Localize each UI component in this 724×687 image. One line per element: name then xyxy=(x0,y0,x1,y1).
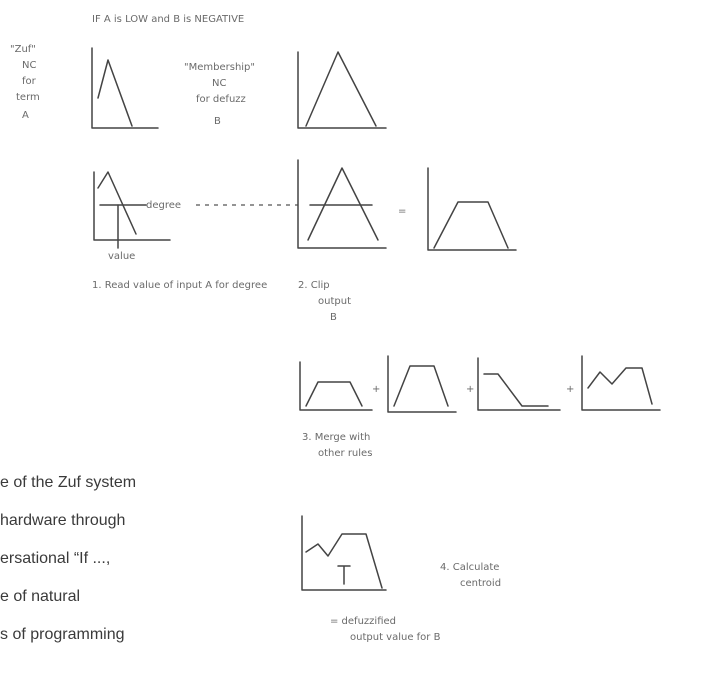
value-label: value xyxy=(108,251,135,262)
step3-label-2: other rules xyxy=(318,448,372,459)
merge-plot-2 xyxy=(387,355,457,413)
body-text-line-2: hardware through xyxy=(0,512,126,529)
step4-label-2: centroid xyxy=(460,578,501,589)
rule-label-b-1: "Membership" xyxy=(184,62,255,73)
body-text-line-4: e of natural xyxy=(0,588,81,605)
body-text-line-1: e of the Zuf system xyxy=(0,474,137,491)
step2-label-2: output xyxy=(318,296,351,307)
merge-plot-1 xyxy=(299,361,373,411)
rule-label-b-2: NC xyxy=(212,78,226,89)
step3-label-1: 3. Merge with xyxy=(302,432,370,443)
rule-label-a-4: term xyxy=(16,92,40,103)
rule-label-a-3: for xyxy=(22,76,37,87)
step1-read-value-plot xyxy=(93,171,171,249)
body-text-line-5: s of programming xyxy=(0,626,125,643)
plus-mark-3: + xyxy=(566,384,574,395)
rule-label-a-1: "Zuf" xyxy=(10,44,36,55)
rule-label-b-4: B xyxy=(214,116,221,127)
step2-label-3: B xyxy=(330,312,337,323)
step2-clip-plot xyxy=(297,159,387,249)
clipped-result-plot xyxy=(427,167,517,251)
rule-label-a-5: A xyxy=(22,110,29,121)
merge-result-plot xyxy=(581,355,661,411)
body-text-line-3: ersational “If ..., xyxy=(0,550,111,567)
rule-label-b-3: for defuzz xyxy=(196,94,246,105)
merge-plot-3 xyxy=(477,357,561,411)
step2-label-1: 2. Clip xyxy=(298,280,330,291)
step4-label-1: 4. Calculate xyxy=(440,562,499,573)
rule-label-a-2: NC xyxy=(22,60,36,71)
plus-mark-1: + xyxy=(372,384,380,395)
input-a-membership-plot xyxy=(91,47,159,129)
output-b-membership-plot xyxy=(297,51,387,129)
step5-label-1: = defuzzified xyxy=(330,616,396,627)
step1-label: 1. Read value of input A for degree xyxy=(92,280,267,291)
equals-mark-1: = xyxy=(398,206,406,217)
sketch-header: IF A is LOW and B is NEGATIVE xyxy=(92,14,244,25)
degree-label: degree xyxy=(146,200,181,211)
step5-label-2: output value for B xyxy=(350,632,441,643)
final-output-plot xyxy=(301,515,387,591)
plus-mark-2: + xyxy=(466,384,474,395)
